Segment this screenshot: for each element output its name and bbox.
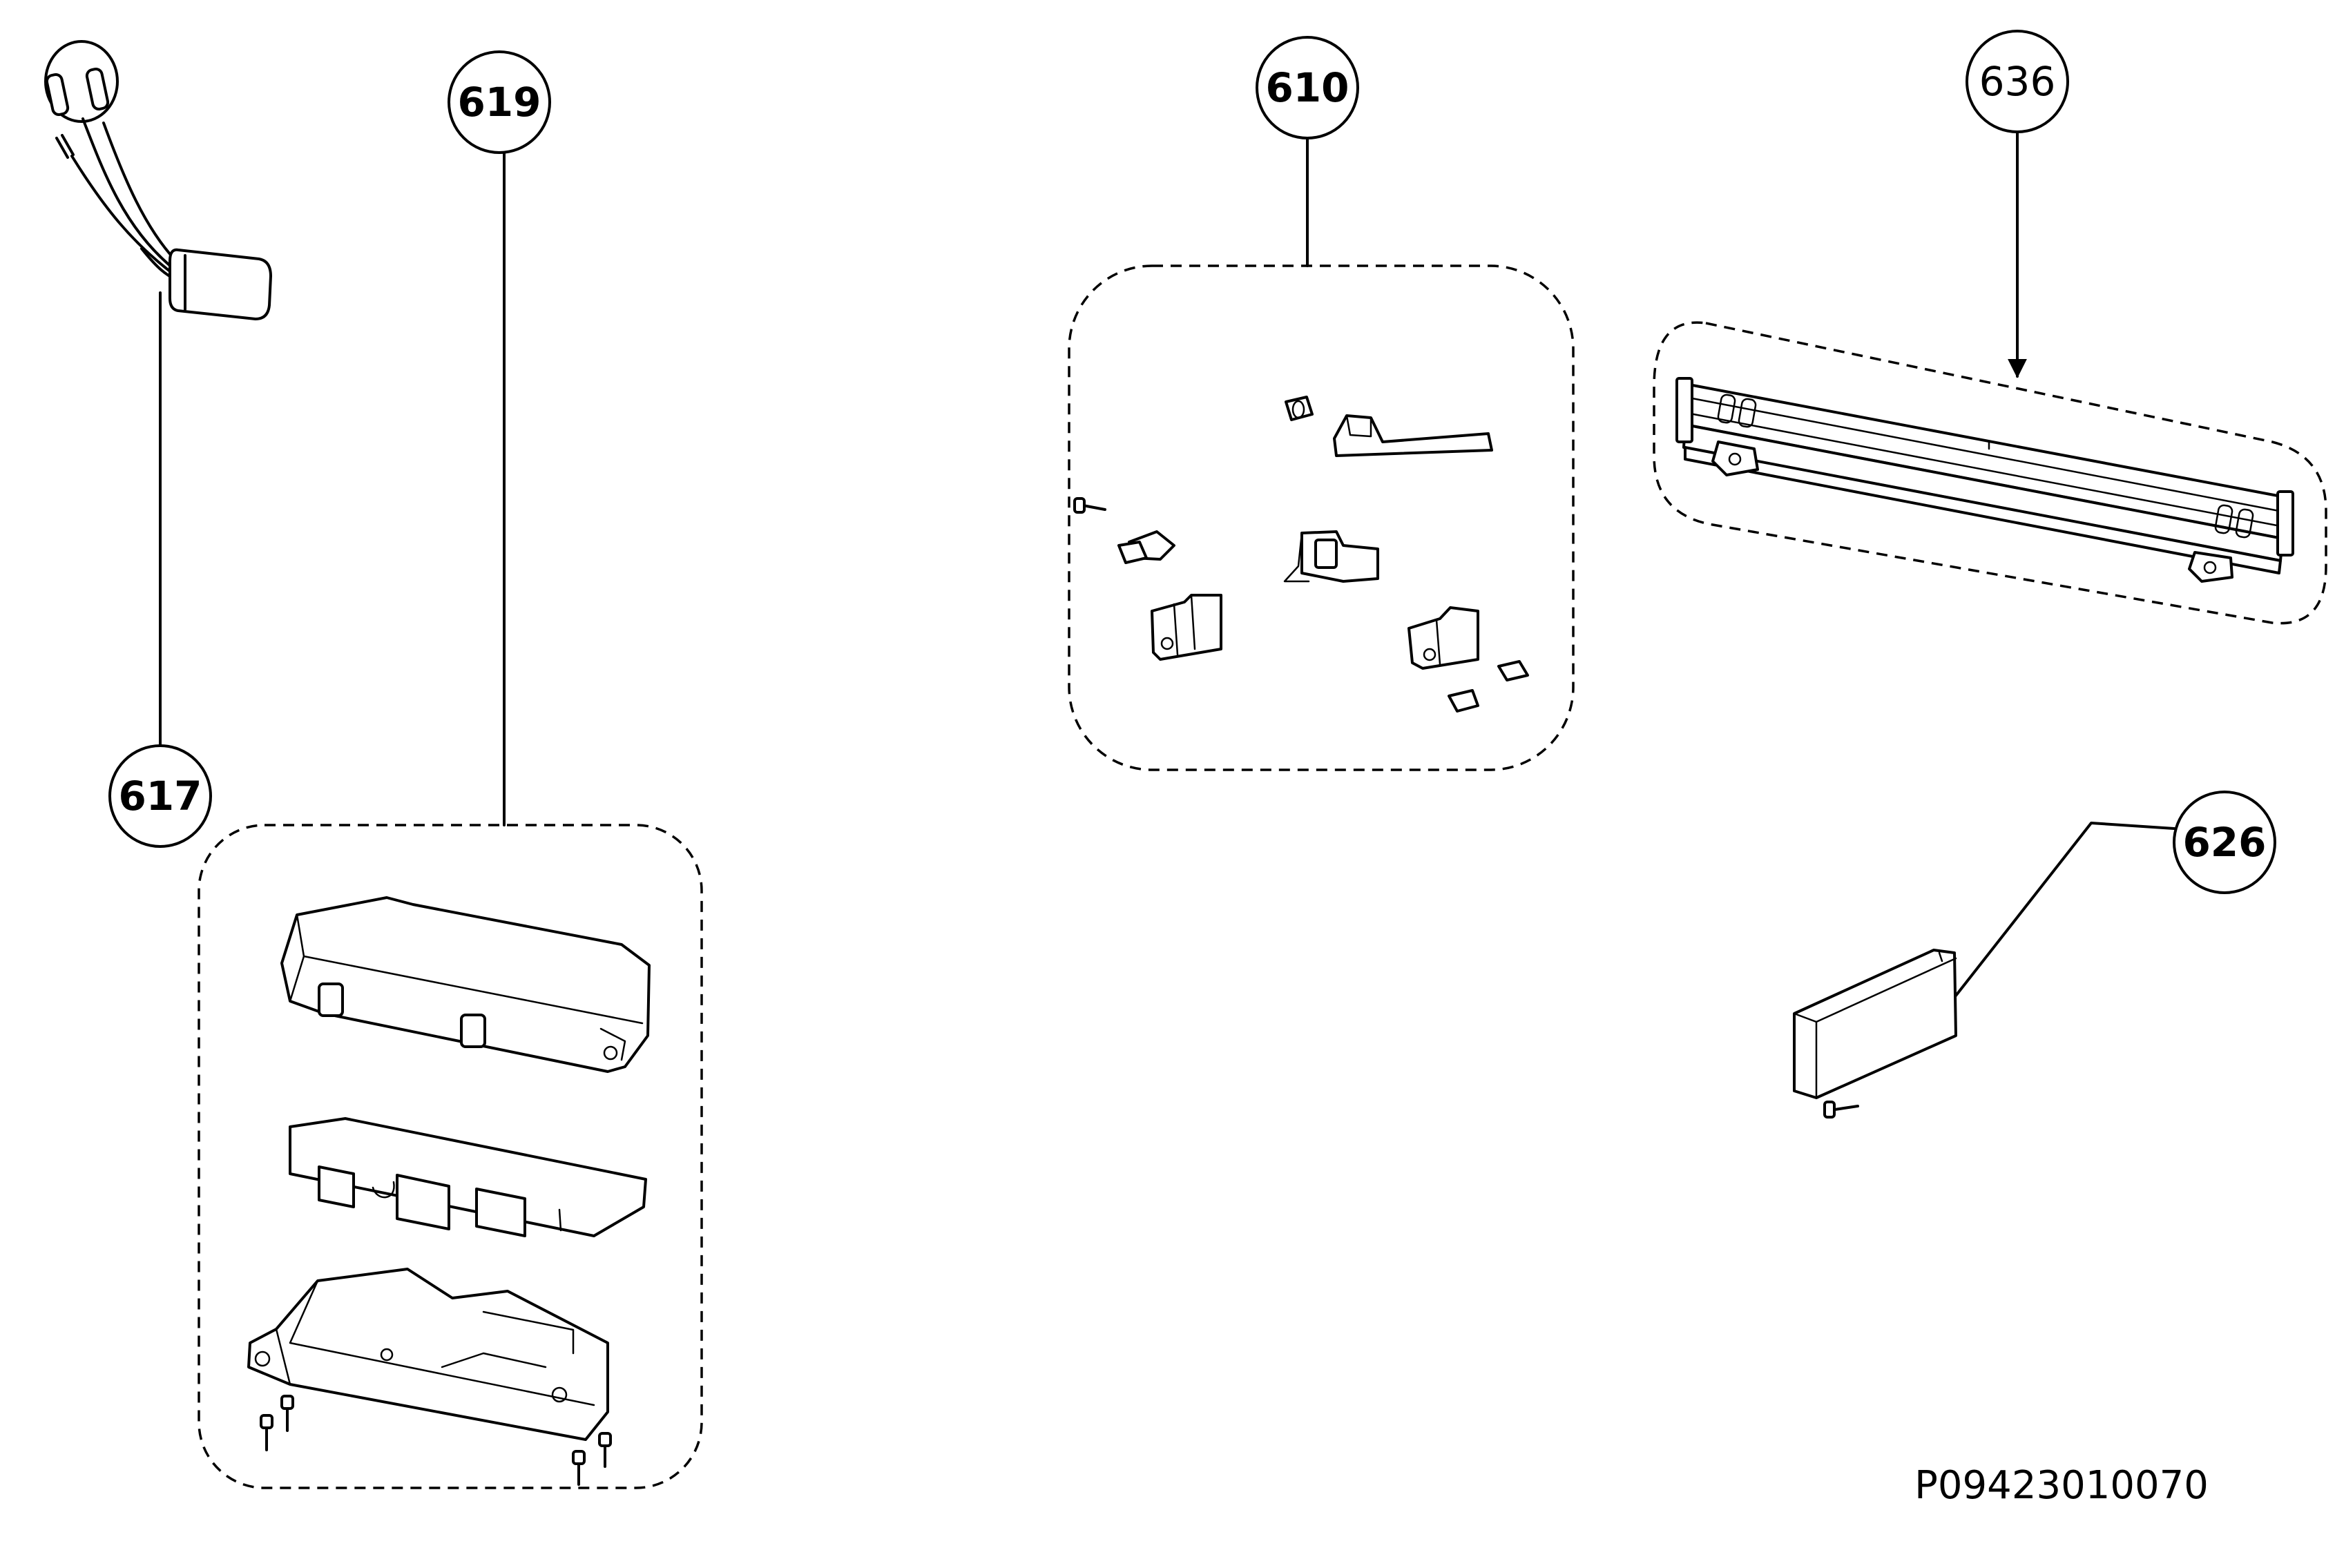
callout-label: 617: [118, 773, 202, 820]
callout-636: 636: [1966, 30, 2069, 133]
callout-619: 619: [448, 50, 551, 154]
cover-box-part: [1793, 822, 2175, 1119]
callout-label: 619: [457, 79, 541, 126]
rail-group: [1653, 128, 2327, 625]
screws-619: [260, 1395, 612, 1486]
callout-617: 617: [108, 744, 212, 848]
group-outline-619: [198, 824, 703, 1489]
control-box-group: [198, 137, 703, 1489]
callout-label: 636: [1979, 58, 2056, 105]
drawing-reference: P09423010070: [1914, 1463, 2209, 1508]
callout-626: 626: [2173, 791, 2276, 894]
group-outline-610: [1068, 264, 1575, 771]
callout-label: 610: [1265, 64, 1349, 111]
latch-kit-group: [1068, 130, 1575, 771]
group-outline-636: [1653, 321, 2327, 625]
callout-label: 626: [2182, 819, 2266, 866]
callout-610: 610: [1256, 36, 1359, 139]
power-cord-part: [44, 40, 272, 754]
